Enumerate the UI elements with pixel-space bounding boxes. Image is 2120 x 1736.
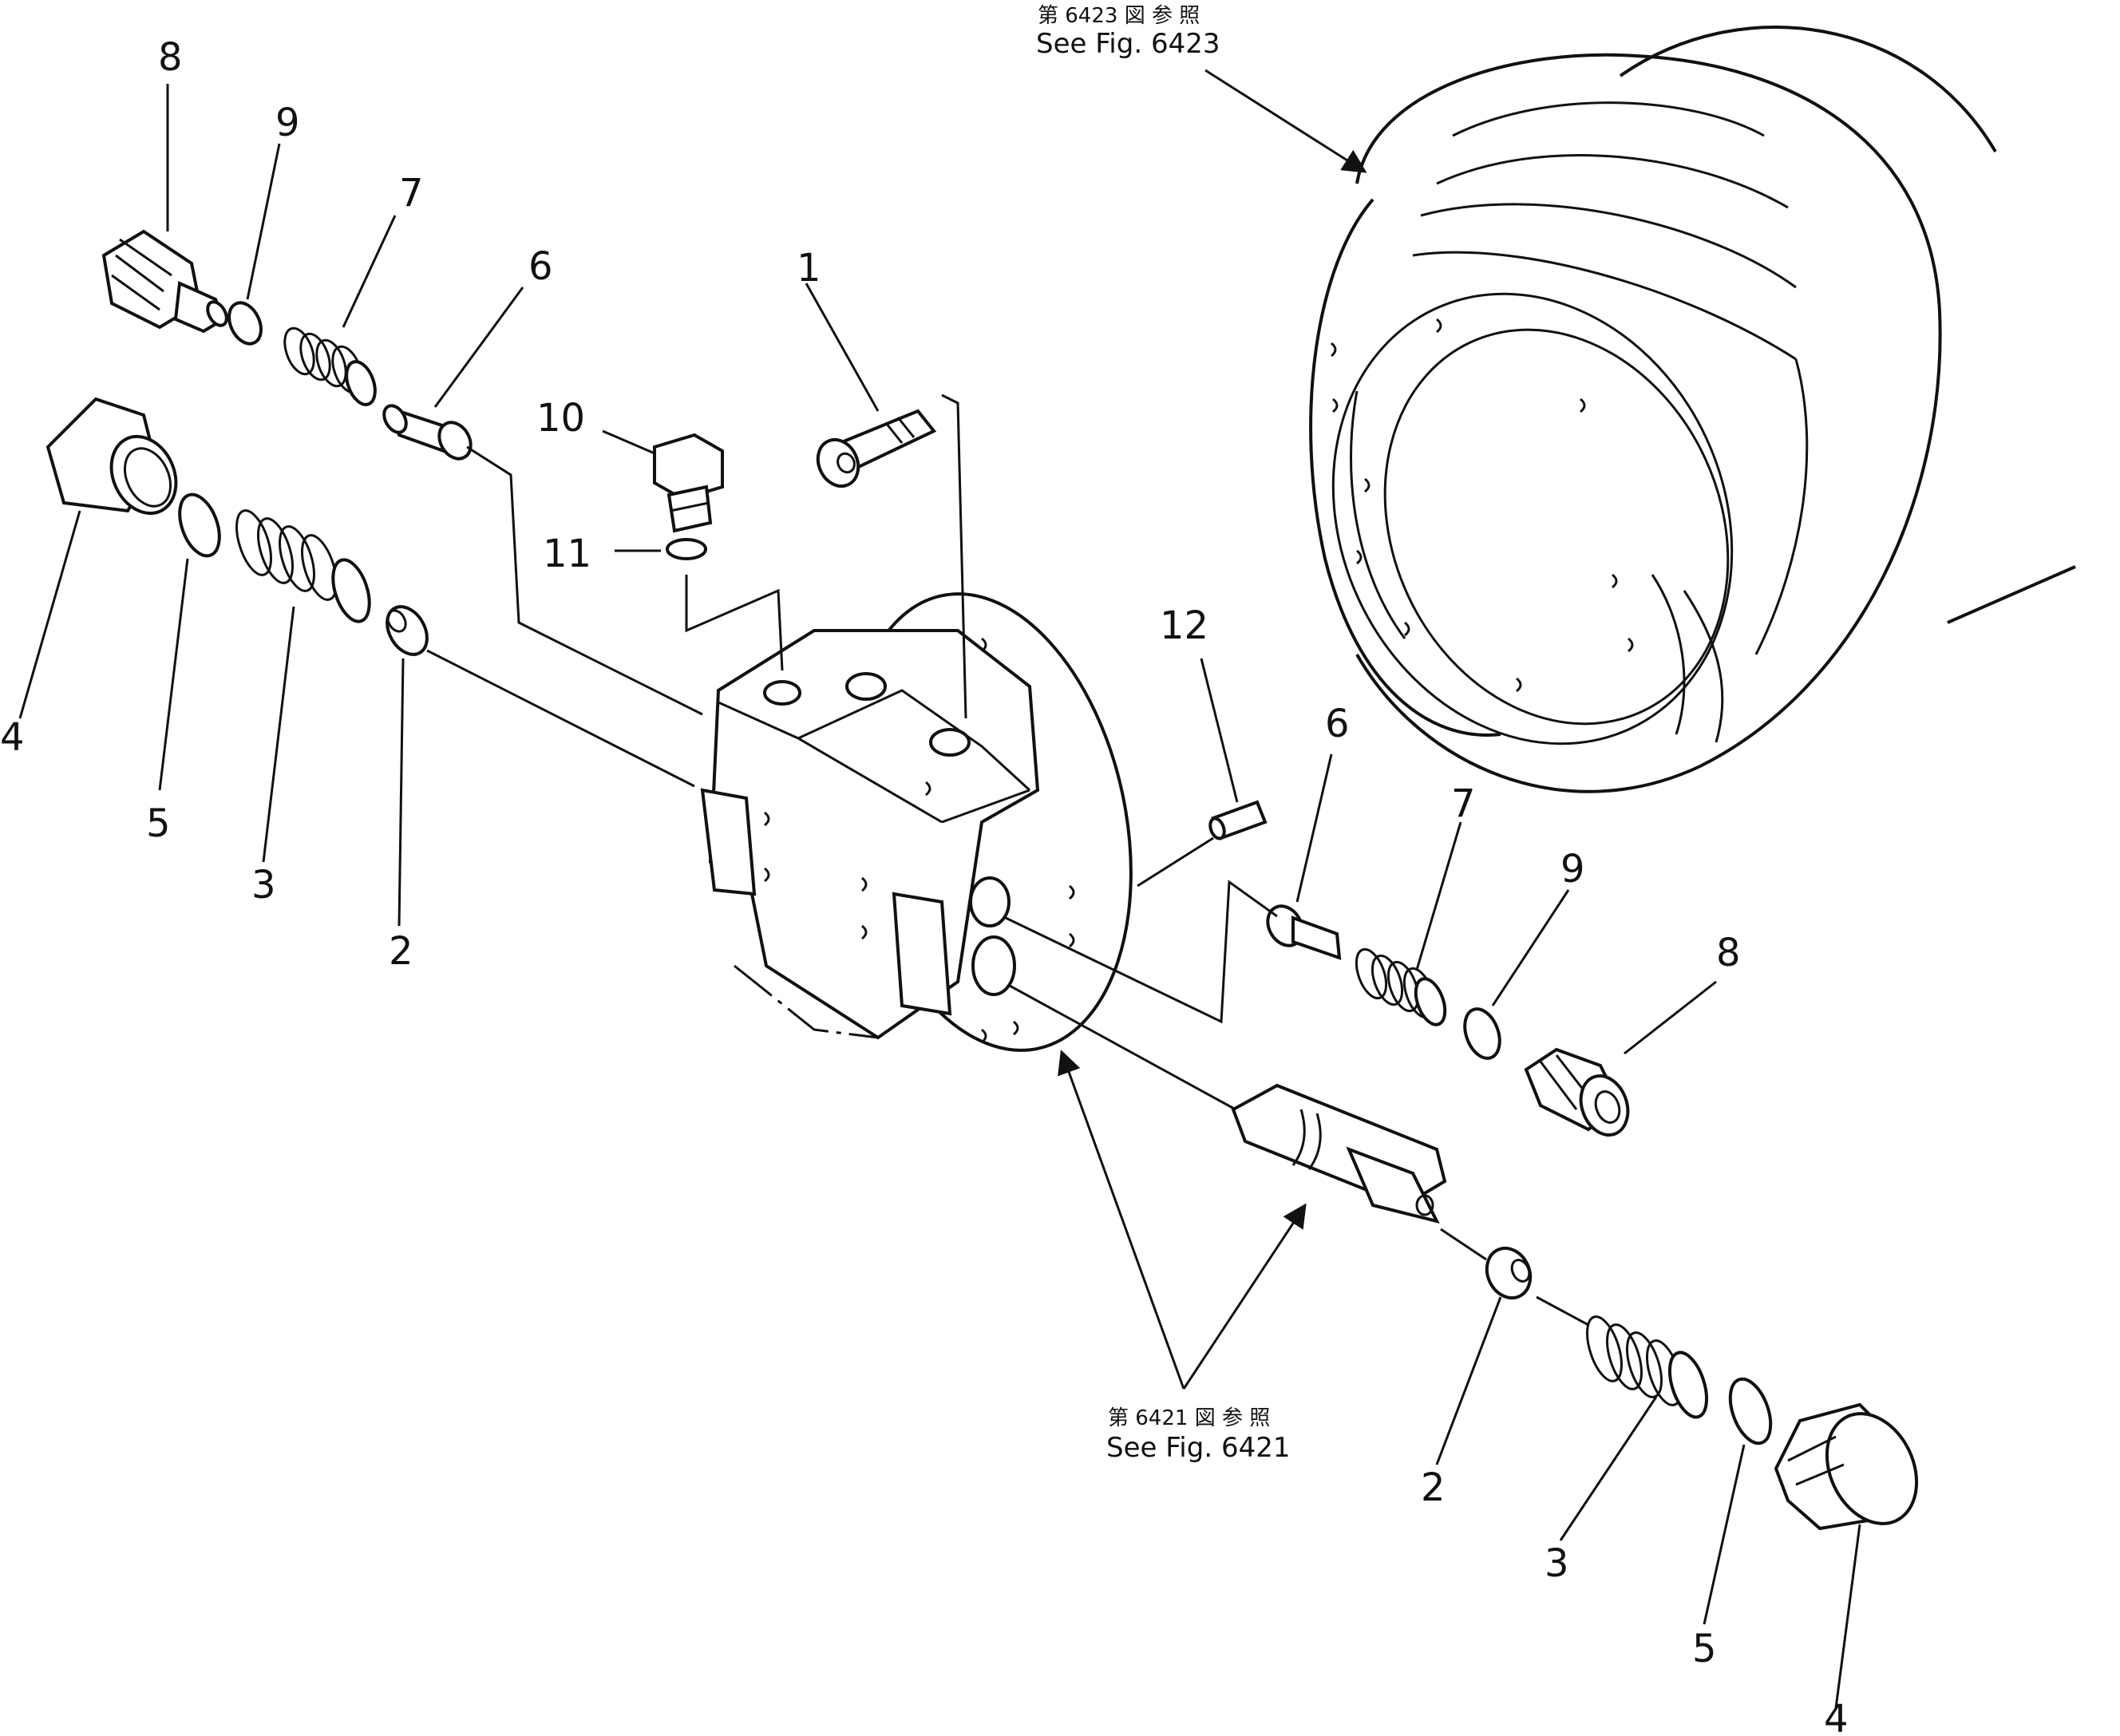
callout-right-3: 3 <box>1545 1541 1569 1586</box>
callout-left-10: 10 <box>536 396 585 441</box>
housing-bolt-holes <box>1331 318 1634 693</box>
part-11-oring <box>666 538 707 560</box>
leader-lines <box>18 84 1861 1709</box>
spool <box>1231 1083 1447 1224</box>
assembly-lines <box>426 393 1589 1327</box>
part-2-seat-right <box>1485 1246 1533 1300</box>
callout-right-12: 12 <box>1160 603 1208 648</box>
part-12-pin <box>1208 800 1268 840</box>
part-10-plug <box>653 433 724 533</box>
callout-left-2: 2 <box>389 929 413 974</box>
part-7-spring-right <box>1355 947 1447 1026</box>
callout-numbers: 8 9 7 6 10 11 1 4 5 3 2 12 6 7 9 8 2 3 5… <box>0 35 1849 1736</box>
part-4-plug-right <box>1774 1402 1919 1531</box>
callout-top-1: 1 <box>797 246 821 291</box>
part-3-spring-left <box>235 509 371 623</box>
part-9-oring-left <box>227 301 263 346</box>
callout-right-9: 9 <box>1560 847 1585 892</box>
part-1-bolt <box>816 409 937 488</box>
ref-6421-arrow-a <box>1058 1050 1185 1390</box>
part-9-oring-right <box>1463 1007 1501 1060</box>
motor-housing <box>1309 26 2076 793</box>
callout-left-11: 11 <box>543 532 591 576</box>
part-8-plug-left <box>101 229 228 334</box>
part-8-plug-right <box>1524 1047 1630 1137</box>
ref-6423-arrow <box>1204 69 1367 173</box>
callout-left-5: 5 <box>146 801 171 846</box>
valve-body-bolt-holes <box>764 637 1075 1044</box>
valve-body <box>700 592 1133 1052</box>
ref-6423-jp: 第 6423 図 参 照 <box>1038 4 1200 28</box>
callout-left-9: 9 <box>275 101 300 145</box>
callout-left-7: 7 <box>399 171 424 216</box>
callout-left-4: 4 <box>0 715 25 760</box>
part-4-plug-left <box>45 397 178 516</box>
ref-6423-en: See Fig. 6423 <box>1036 28 1220 60</box>
callout-right-8: 8 <box>1716 931 1741 975</box>
callout-left-6: 6 <box>528 244 553 289</box>
part-3-spring-right <box>1586 1315 1709 1419</box>
part-5-oring-right <box>1728 1377 1773 1445</box>
callout-right-6: 6 <box>1325 702 1350 746</box>
callout-right-5: 5 <box>1692 1627 1717 1671</box>
ref-6421-en: See Fig. 6421 <box>1106 1432 1290 1464</box>
part-6-poppet-right <box>1266 904 1342 960</box>
part-6-poppet-left <box>382 404 473 461</box>
callout-right-7: 7 <box>1451 781 1476 826</box>
part-5-oring-left <box>178 492 221 558</box>
part-7-spring-left <box>283 326 377 406</box>
callout-right-4: 4 <box>1824 1697 1849 1736</box>
callout-left-3: 3 <box>251 863 276 908</box>
ref-6421-arrow-b <box>1182 1203 1307 1390</box>
callout-right-2: 2 <box>1421 1465 1446 1510</box>
callout-left-8: 8 <box>158 35 183 80</box>
part-2-seat-left <box>386 605 429 656</box>
ref-6421-jp: 第 6421 図 参 照 <box>1108 1406 1270 1430</box>
